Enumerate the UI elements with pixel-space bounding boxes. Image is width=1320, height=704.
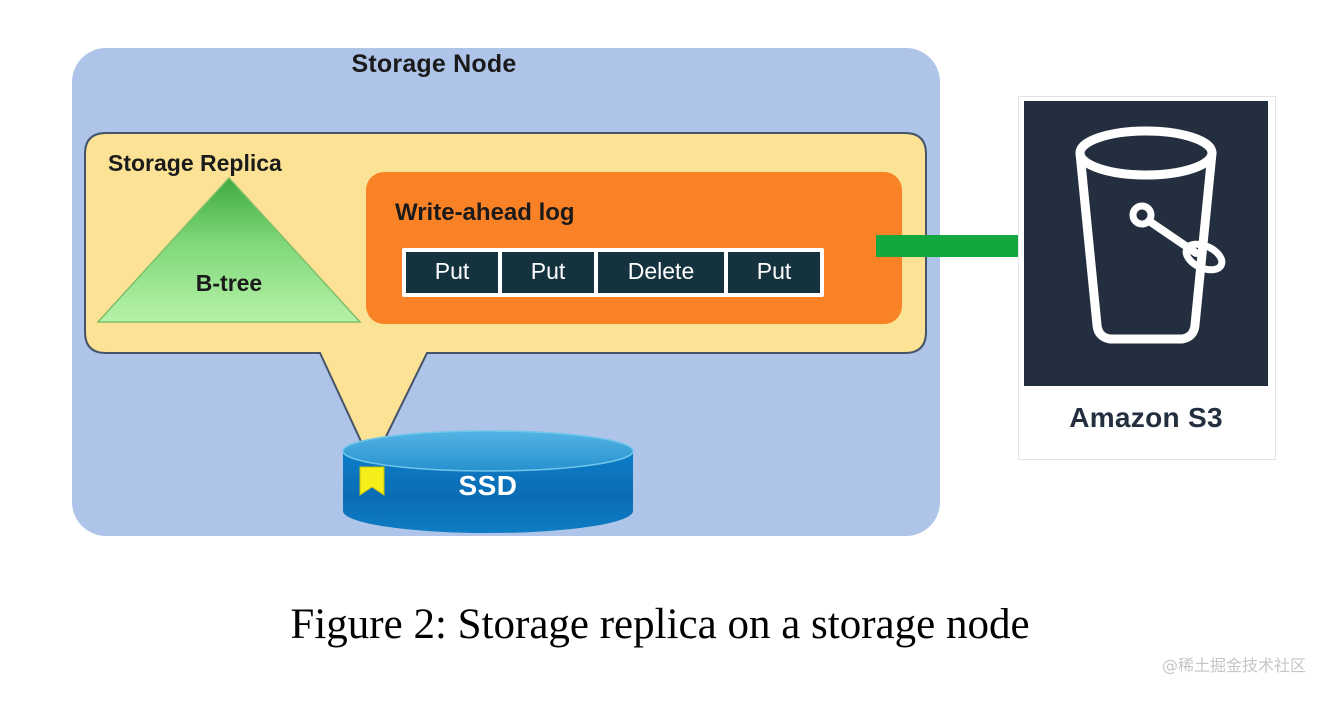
btree-triangle-icon xyxy=(96,176,362,324)
ssd-cylinder-icon xyxy=(341,429,635,533)
wal-entry[interactable]: Put xyxy=(502,252,594,293)
write-ahead-log-entry-list: Put Put Delete Put xyxy=(402,248,824,297)
write-ahead-log-panel: Write-ahead log Put Put Delete Put xyxy=(366,172,902,324)
ssd-label: SSD xyxy=(458,470,518,501)
wal-entry[interactable]: Put xyxy=(728,252,820,293)
ssd-write-marker-icon xyxy=(359,466,385,496)
watermark: @稀土掘金技术社区 xyxy=(1161,656,1306,675)
storage-node-title: Storage Node xyxy=(351,50,517,78)
bucket-icon xyxy=(1024,101,1268,386)
write-ahead-log-title: Write-ahead log xyxy=(395,199,575,226)
storage-replica-title: Storage Replica xyxy=(108,150,282,176)
flow-arrow-icon xyxy=(876,222,1076,270)
amazon-s3-label: Amazon S3 xyxy=(1069,402,1223,433)
btree-label: B-tree xyxy=(195,270,263,296)
wal-entry[interactable]: Put xyxy=(406,252,498,293)
wal-entry[interactable]: Delete xyxy=(598,252,724,293)
figure-caption: Figure 2: Storage replica on a storage n… xyxy=(290,601,1030,648)
